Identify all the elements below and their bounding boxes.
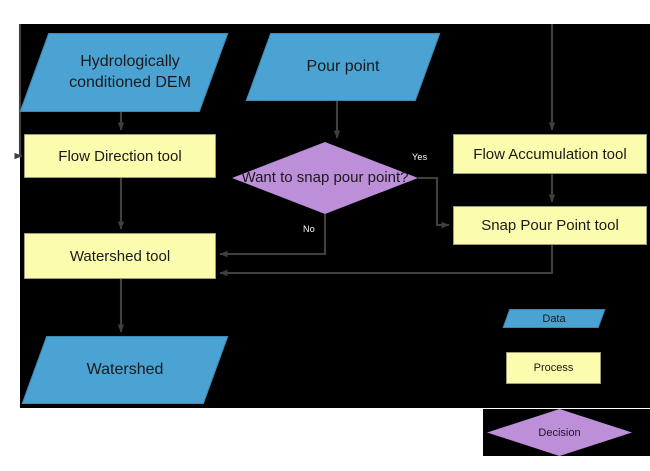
node-snap-pour-point-tool[interactable]: Snap Pour Point tool [453,206,647,245]
legend-item-data: Data [502,309,606,328]
edge-snap-to-watershedtool [219,245,554,277]
node-decision-want-to-snap-pour-point[interactable]: Want to snap pour point? [232,142,418,214]
node-label: Watershed [86,361,164,378]
node-label: Pour point [306,58,380,75]
edge-decision-yes-to-snap [418,176,450,229]
node-flow-direction-tool[interactable]: Flow Direction tool [24,134,216,178]
legend-label: Data [542,312,566,325]
node-pour-point[interactable]: Pour point [245,33,441,101]
legend-item-decision: Decision [487,409,632,456]
edge-label-yes: Yes [412,152,428,162]
node-watershed-tool[interactable]: Watershed tool [24,233,216,279]
edge-decision-no-to-watershedtool [219,214,327,258]
node-label: Hydrologically conditioned DEM [69,53,191,91]
node-hydrologically-conditioned-dem[interactable]: Hydrologically conditioned DEM [19,33,229,112]
legend-label: Decision [538,426,581,439]
node-label: Want to snap pour point? [241,169,409,186]
edge-label-no: No [303,224,315,234]
legend-item-process: Process [506,352,601,384]
node-watershed[interactable]: Watershed [21,336,229,404]
node-flow-accumulation-tool[interactable]: Flow Accumulation tool [453,134,647,174]
